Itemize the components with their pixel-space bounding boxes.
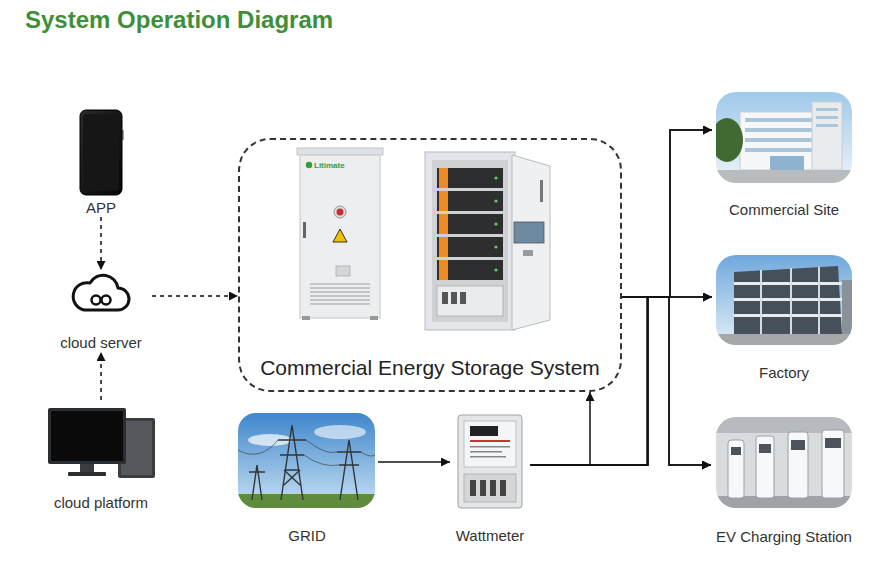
connector-arrow <box>100 217 102 270</box>
node-label: EV Charging Station <box>716 528 852 546</box>
load-node: Factory <box>712 251 856 382</box>
phone-icon <box>80 110 124 195</box>
connector-arrow <box>100 352 102 400</box>
ev-station-picture <box>716 417 852 508</box>
cloud-platform-node: cloud platform <box>40 400 162 512</box>
storage-system-box: Commercial Energy Storage System <box>238 138 622 392</box>
wattmeter-node: Wattmeter <box>450 410 530 545</box>
commercial-site-picture <box>716 92 852 183</box>
node-label: Factory <box>759 364 809 382</box>
node-label: Commercial Site <box>729 201 839 219</box>
cabinet-left <box>297 148 383 320</box>
cloud-server-node: cloud server <box>50 270 152 352</box>
brand-logo: Litimate <box>314 161 345 170</box>
node-label: Commercial Energy Storage System <box>260 356 600 380</box>
node-label: GRID <box>288 527 326 545</box>
grid-picture <box>238 413 375 508</box>
connector-arrow <box>622 130 712 297</box>
cloud-icon <box>73 275 129 310</box>
connector-arrow <box>530 392 590 465</box>
computer-icon <box>48 408 155 478</box>
node-label: cloud server <box>60 334 142 352</box>
wattmeter-picture <box>458 415 522 508</box>
factory-picture <box>716 255 852 345</box>
app-node: APP <box>66 106 136 217</box>
load-node: Commercial Site <box>712 88 856 219</box>
connector-arrow <box>378 461 450 463</box>
connector-arrow <box>152 295 238 297</box>
connector-arrow <box>622 297 711 465</box>
node-label: Wattmeter <box>456 527 525 545</box>
diagram-title: System Operation Diagram <box>25 6 333 34</box>
grid-node: GRID <box>236 410 378 545</box>
cabinet-right <box>425 152 550 330</box>
node-label: cloud platform <box>54 494 148 512</box>
load-node: EV Charging Station <box>711 413 857 546</box>
node-label: APP <box>86 199 116 217</box>
